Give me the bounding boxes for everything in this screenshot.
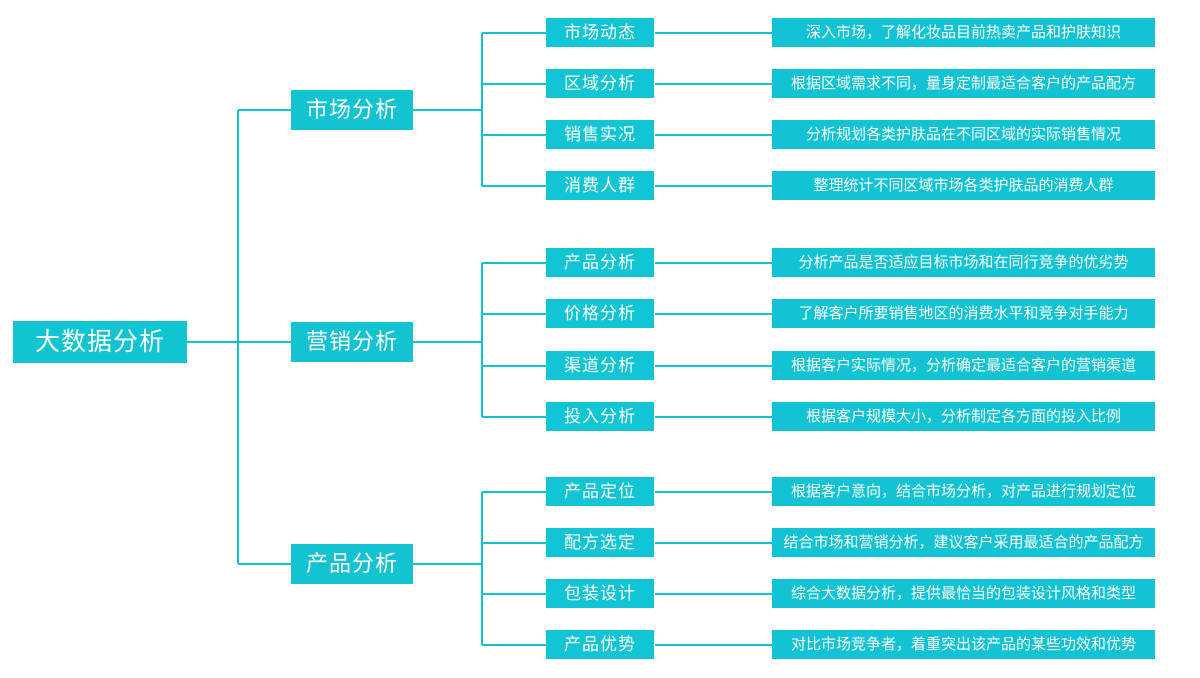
child-node-product-positioning[interactable]: 产品定位 <box>546 477 654 506</box>
child-node-packaging-design[interactable]: 包装设计 <box>546 579 654 608</box>
description-node-product-analysis[interactable]: 分析产品是否适应目标市场和在同行竞争的优劣势 <box>772 248 1155 277</box>
description-node-investment-analysis[interactable]: 根据客户规模大小，分析制定各方面的投入比例 <box>772 402 1155 431</box>
description-node-price-analysis[interactable]: 了解客户所要销售地区的消费水平和竞争对手能力 <box>772 299 1155 328</box>
description-node-regional-analysis[interactable]: 根据区域需求不同，量身定制最适合客户的产品配方 <box>772 69 1155 98</box>
child-node-formula-selection[interactable]: 配方选定 <box>546 528 654 557</box>
description-node-formula-selection[interactable]: 结合市场和营销分析，建议客户采用最适合的产品配方 <box>772 528 1155 557</box>
description-node-consumer-groups[interactable]: 整理统计不同区域市场各类护肤品的消费人群 <box>772 171 1155 200</box>
child-node-consumer-groups[interactable]: 消费人群 <box>546 171 654 200</box>
child-node-product-advantages[interactable]: 产品优势 <box>546 630 654 659</box>
branch-node-product-analysis[interactable]: 产品分析 <box>291 544 413 584</box>
child-node-product-analysis[interactable]: 产品分析 <box>546 248 654 277</box>
description-node-sales-status[interactable]: 分析规划各类护肤品在不同区域的实际销售情况 <box>772 120 1155 149</box>
child-node-market-trends[interactable]: 市场动态 <box>546 18 654 47</box>
child-node-channel-analysis[interactable]: 渠道分析 <box>546 351 654 380</box>
branch-node-marketing-analysis[interactable]: 营销分析 <box>291 322 413 362</box>
branch-node-market-analysis[interactable]: 市场分析 <box>291 90 413 130</box>
child-node-price-analysis[interactable]: 价格分析 <box>546 299 654 328</box>
root-node[interactable]: 大数据分析 <box>13 321 187 363</box>
child-node-regional-analysis[interactable]: 区域分析 <box>546 69 654 98</box>
description-node-market-trends[interactable]: 深入市场，了解化妆品目前热卖产品和护肤知识 <box>772 18 1155 47</box>
description-node-channel-analysis[interactable]: 根据客户实际情况，分析确定最适合客户的营销渠道 <box>772 351 1155 380</box>
child-node-investment-analysis[interactable]: 投入分析 <box>546 402 654 431</box>
description-node-packaging-design[interactable]: 综合大数据分析，提供最恰当的包装设计风格和类型 <box>772 579 1155 608</box>
description-node-product-advantages[interactable]: 对比市场竞争者，着重突出该产品的某些功效和优势 <box>772 630 1155 659</box>
child-node-sales-status[interactable]: 销售实况 <box>546 120 654 149</box>
description-node-product-positioning[interactable]: 根据客户意向，结合市场分析，对产品进行规划定位 <box>772 477 1155 506</box>
